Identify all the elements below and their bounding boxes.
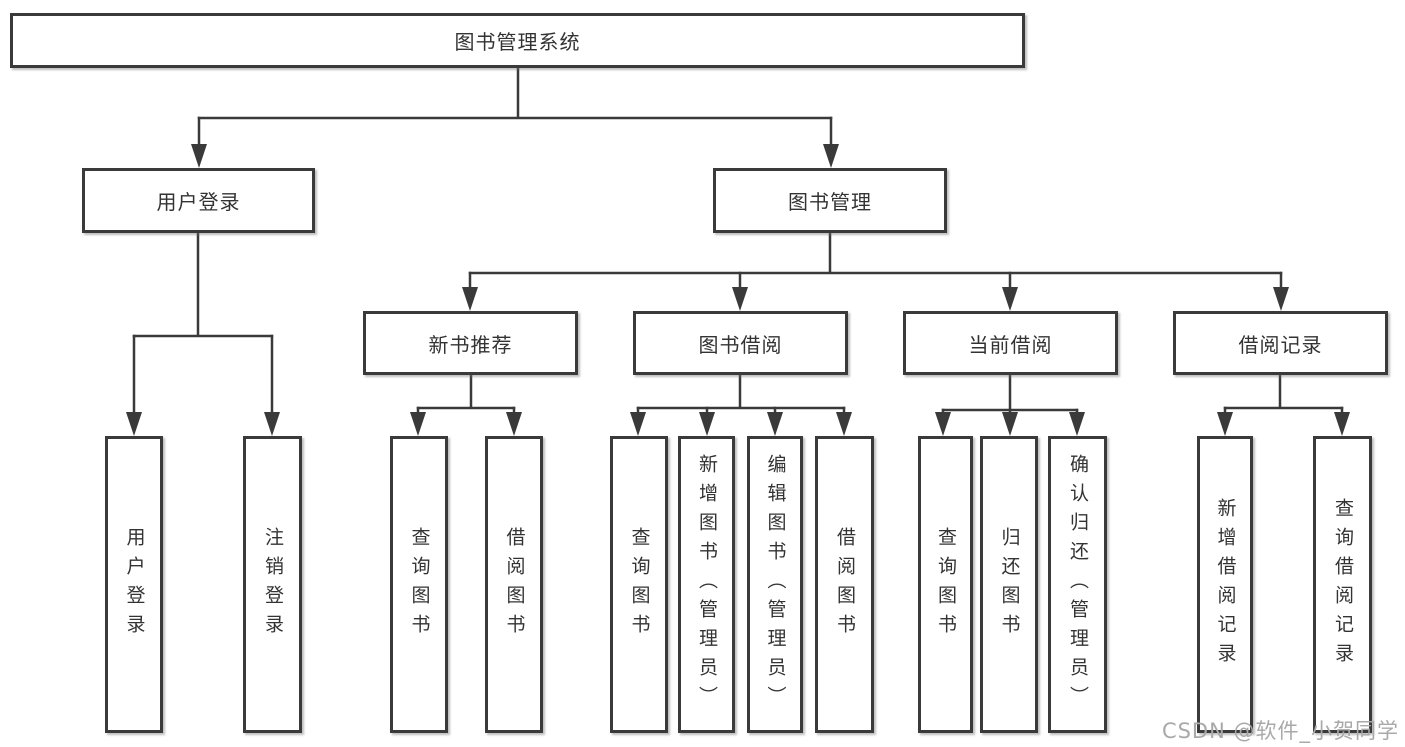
node-book-borrow: 图书借阅: [633, 311, 848, 375]
node-current-borrow: 当前借阅: [903, 311, 1118, 375]
arrow: [191, 116, 207, 168]
watermark: CSDN @软件_小贺同学: [1161, 719, 1399, 743]
arrow: [410, 406, 426, 436]
arrow: [264, 334, 280, 436]
leaf-edit-books-admin: 编辑图书（管理员）: [747, 436, 803, 733]
node-book-management: 图书管理: [713, 168, 947, 233]
leaf-borrow-query-books: 查询图书: [610, 436, 668, 733]
arrow: [732, 271, 748, 311]
node-user-login: 用户登录: [82, 168, 315, 233]
arrow: [630, 406, 646, 436]
arrow: [823, 116, 839, 168]
leaf-recommend-borrow-books: 借阅图书: [485, 436, 543, 733]
arrow: [506, 406, 522, 436]
arrow: [699, 406, 715, 436]
leaf-borrow-books: 借阅图书: [815, 436, 874, 733]
leaf-recommend-query-books: 查询图书: [390, 436, 448, 733]
arrow: [836, 406, 852, 436]
leaf-add-borrow-record: 新增借阅记录: [1197, 436, 1253, 733]
node-root: 图书管理系统: [10, 13, 1025, 68]
node-borrow-records: 借阅记录: [1173, 311, 1388, 375]
arrow: [1002, 271, 1018, 311]
arrow: [126, 334, 142, 436]
arrow: [1273, 271, 1289, 311]
arrow: [1002, 408, 1018, 436]
leaf-query-borrow-record: 查询借阅记录: [1313, 436, 1372, 733]
leaf-add-books-admin: 新增图书（管理员）: [678, 436, 735, 733]
arrow: [935, 408, 951, 436]
leaf-logout: 注销登录: [243, 436, 302, 733]
arrow: [767, 406, 783, 436]
node-new-book-recommend: 新书推荐: [363, 311, 578, 375]
arrow: [462, 271, 478, 311]
leaf-confirm-return-admin: 确认归还（管理员）: [1048, 436, 1107, 733]
leaf-user-login: 用户登录: [105, 436, 163, 733]
arrow: [1217, 406, 1233, 436]
arrow: [1069, 408, 1085, 436]
leaf-return-books: 归还图书: [980, 436, 1038, 733]
arrow: [1334, 406, 1350, 436]
leaf-current-query-books: 查询图书: [918, 436, 973, 733]
connector-lines: [132, 66, 1344, 412]
